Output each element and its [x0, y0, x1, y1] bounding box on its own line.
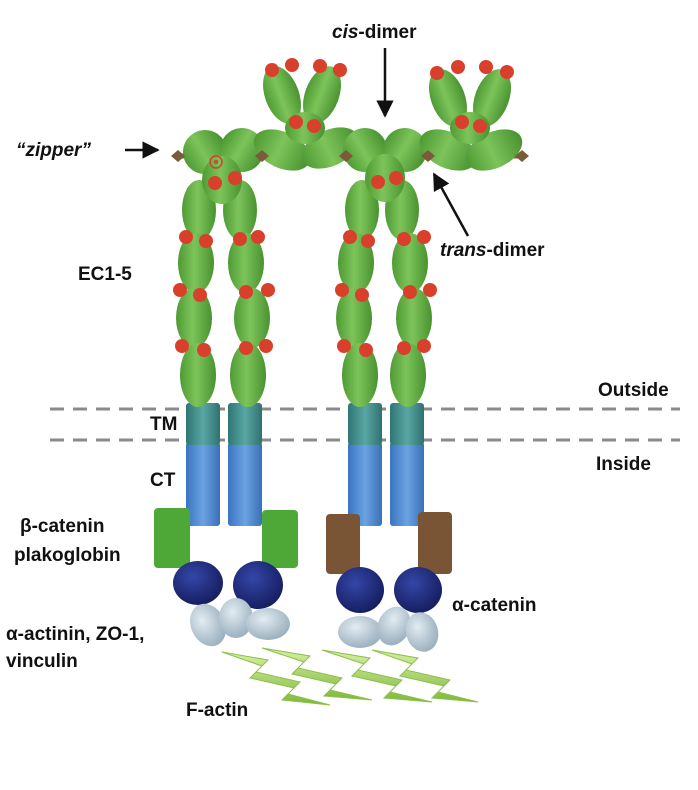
- f-actin-label: F-actin: [186, 700, 249, 721]
- plakoglobin-label: plakoglobin: [14, 545, 121, 566]
- tryptophan-marker: [209, 155, 223, 169]
- cis-dimer-label: cis-dimer: [332, 22, 417, 44]
- cis-dimer-label-rest: -dimer: [358, 22, 417, 43]
- trans-dimer-label-rest: -dimer: [486, 240, 545, 261]
- calcium-ions: [173, 58, 514, 357]
- f-actin-filaments: [221, 647, 479, 706]
- beta-catenin-label: β-catenin: [20, 516, 105, 537]
- ectodomain-left-b: [223, 180, 270, 407]
- ectodomain-right-b: [385, 180, 432, 407]
- trans-dimer-label-italic: trans: [440, 240, 487, 261]
- ct-label: CT: [150, 470, 176, 491]
- actinin-zo1-vinculin-ellipses: [190, 598, 439, 652]
- ec-domain-label: EC1-5: [78, 264, 132, 285]
- cis-dimer-label-italic: cis: [332, 22, 359, 43]
- ectodomain-left-a: [176, 180, 216, 407]
- alpha-catenin-label: α-catenin: [452, 595, 537, 616]
- trans-dimer-arrow: [432, 172, 470, 237]
- plakoglobin-boxes: [326, 512, 452, 574]
- cytoplasmic-tails: [186, 442, 424, 526]
- ectodomain-right-a: [336, 180, 379, 407]
- zipper-label: “zipper”: [16, 140, 91, 162]
- actinin-label-line1: α-actinin, ZO-1,: [6, 624, 145, 645]
- inside-label: Inside: [596, 454, 651, 475]
- zipper-top-domains: [183, 66, 523, 204]
- outside-label: Outside: [598, 380, 669, 401]
- alpha-catenin-ellipses: [173, 561, 442, 613]
- actinin-label-line2: vinculin: [6, 651, 78, 672]
- trans-dimer-label: trans-dimer: [440, 240, 545, 262]
- transmembrane-domains: [186, 403, 424, 445]
- tm-label: TM: [150, 414, 178, 435]
- zipper-label-text: “zipper”: [16, 140, 91, 161]
- linker-diamonds: [171, 150, 529, 162]
- beta-catenin-boxes: [154, 508, 298, 568]
